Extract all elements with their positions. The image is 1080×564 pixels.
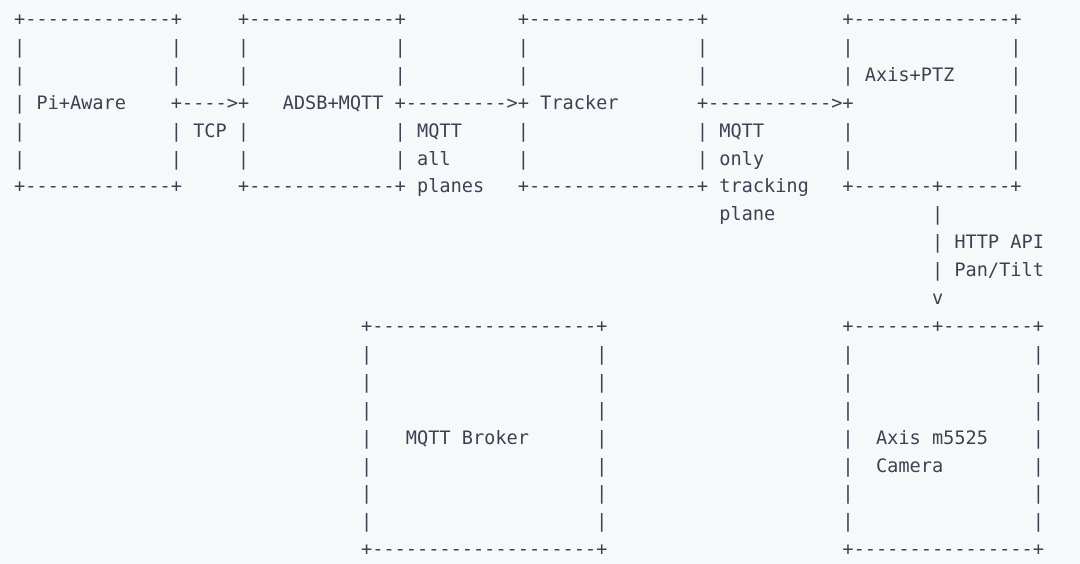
ascii-diagram-art: +-------------+ +-------------+ +-------… [14, 9, 1044, 561]
